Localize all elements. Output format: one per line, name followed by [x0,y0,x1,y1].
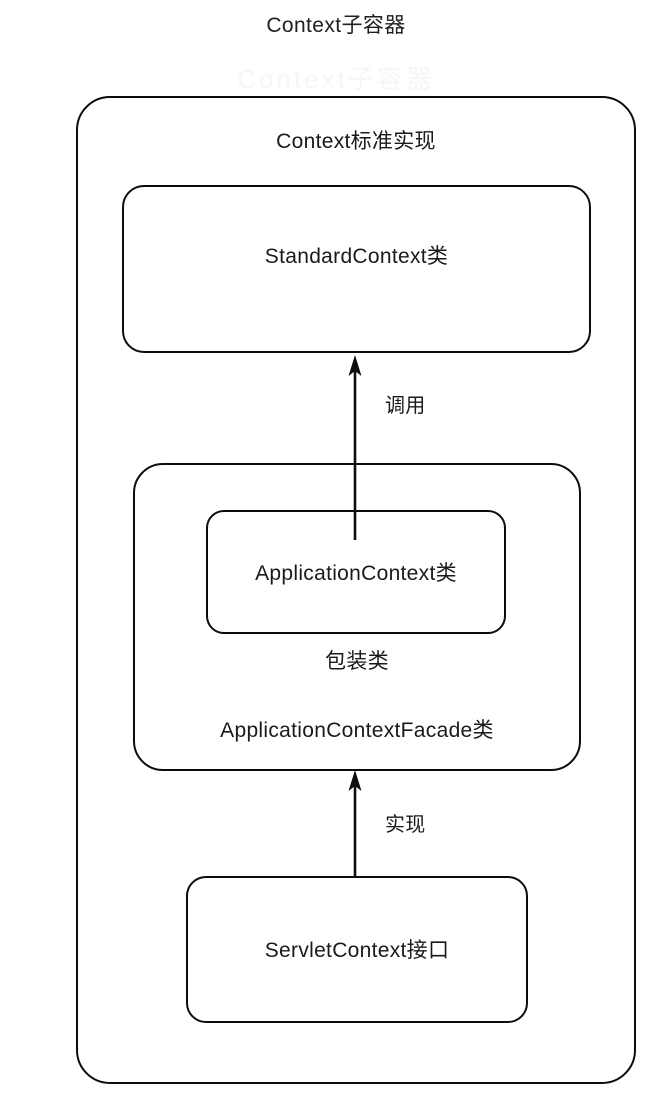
edge-label-call: 调用 [385,395,426,417]
node-label-context-standard-implementation: Context标准实现 [276,130,436,153]
node-standard-context-class[interactable]: StandardContext类 [122,185,591,353]
node-label-servlet-context-interface: ServletContext接口 [264,939,450,962]
node-application-context-class[interactable]: ApplicationContext类 [206,510,506,634]
node-context-standard-implementation[interactable]: Context标准实现 [76,96,636,1084]
node-servlet-context-interface[interactable]: ServletContext接口 [186,876,528,1023]
node-label-application-context-facade-class: ApplicationContextFacade类 [220,719,494,742]
node-label-standard-context-class: StandardContext类 [264,245,449,268]
page-title: Context子容器 [266,14,406,37]
node-label-application-context-class: ApplicationContext类 [255,562,457,585]
node-label-wrapper-class: 包装类 [325,650,389,673]
edge-label-implement: 实现 [385,814,426,836]
watermark: Context子容器 [237,64,435,94]
